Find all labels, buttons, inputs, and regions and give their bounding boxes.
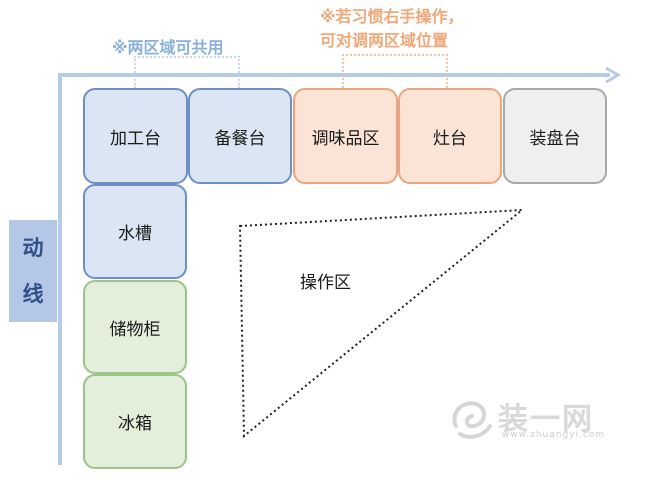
- zone-prep-counter-label: 加工台: [110, 128, 161, 149]
- zone-serving-counter-label: 备餐台: [214, 128, 266, 149]
- flow-arrow-head: [605, 66, 621, 84]
- flow-label-char2: 线: [22, 282, 44, 306]
- watermark-url: www.zhuangyi.com: [502, 430, 606, 440]
- note-right-hand-line2: 可对调两区域位置: [320, 31, 449, 50]
- zone-plating: 装盘台: [503, 88, 607, 184]
- watermark-swirl-icon: [452, 401, 492, 439]
- zone-stove-label: 灶台: [433, 128, 467, 149]
- arrow-chevron-icon: [605, 66, 621, 84]
- swap-bracket: [342, 54, 448, 88]
- zone-stove: 灶台: [398, 88, 502, 184]
- watermark-brand: 装一网: [498, 402, 594, 437]
- flow-label-char1: 动: [22, 236, 44, 260]
- zone-fridge: 冰箱: [83, 374, 187, 469]
- zone-seasoning-label: 调味品区: [311, 128, 380, 149]
- flow-label: 动 线: [9, 220, 57, 322]
- zone-prep-counter: 加工台: [83, 88, 188, 184]
- work-triangle: [238, 208, 526, 439]
- zone-storage-label: 储物柜: [109, 319, 161, 340]
- work-zone-label: 操作区: [300, 273, 351, 293]
- work-triangle-shape: [238, 208, 526, 439]
- zone-storage: 储物柜: [83, 280, 187, 374]
- zone-serving-counter: 备餐台: [188, 88, 292, 184]
- shared-bracket: [134, 56, 240, 88]
- note-shared-area: ※两区域可共用: [112, 38, 224, 57]
- zone-sink: 水槽: [83, 184, 187, 279]
- zone-fridge-label: 冰箱: [118, 414, 152, 434]
- horizontal-flow-line: [58, 73, 610, 77]
- zone-seasoning: 调味品区: [293, 88, 398, 184]
- zone-plating-label: 装盘台: [529, 128, 581, 149]
- vertical-flow-line: [58, 73, 62, 465]
- zone-sink-label: 水槽: [118, 224, 152, 244]
- note-right-hand-line1: ※若习惯右手操作，: [320, 7, 464, 26]
- watermark: 装一网 www.zhuangyi.com: [448, 394, 616, 442]
